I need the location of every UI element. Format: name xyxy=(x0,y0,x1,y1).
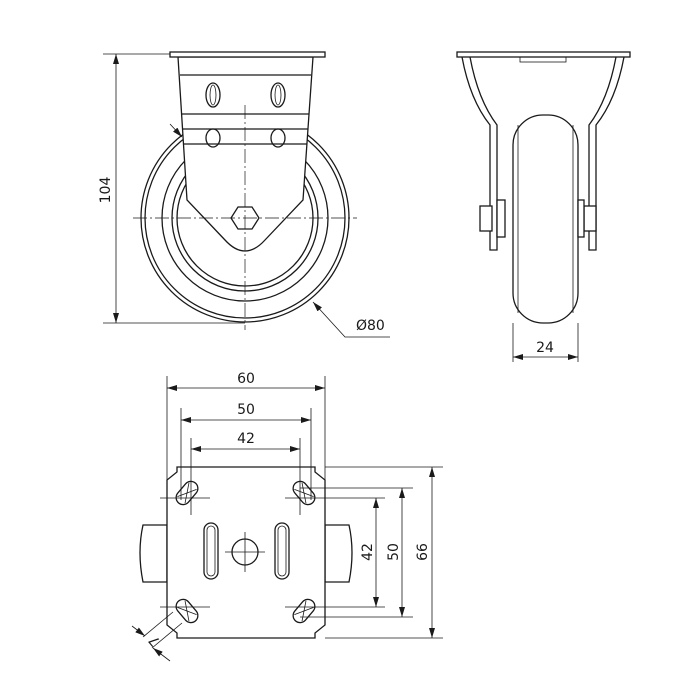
width-label: 24 xyxy=(536,340,554,356)
diameter-label: Ø80 xyxy=(356,318,385,334)
mounting-plate-side xyxy=(456,51,631,58)
wheel-side xyxy=(512,114,579,324)
slot xyxy=(270,82,286,108)
axle-nut-left xyxy=(479,205,493,232)
front-view: 104 Ø80 xyxy=(98,51,390,338)
hole-inner-y-label: 42 xyxy=(360,543,376,561)
side-view: 24 xyxy=(456,51,631,362)
wheel-stub-left xyxy=(139,524,168,583)
diameter-dimension: Ø80 xyxy=(169,123,390,338)
slot xyxy=(205,82,221,108)
wheel-stub-right xyxy=(324,524,353,583)
hole xyxy=(270,128,286,148)
height-dimension: 104 xyxy=(98,53,245,324)
axle-nut-right xyxy=(583,205,597,232)
hole-inner-x-label: 42 xyxy=(237,431,255,447)
bracket xyxy=(169,51,326,252)
bolt-holes xyxy=(175,480,316,624)
plate-view: 60 50 42 66 50 42 7 xyxy=(131,371,443,662)
slot-width-label: 7 xyxy=(146,632,164,649)
plate-length-label: 66 xyxy=(415,543,431,561)
hole-outer-x-label: 50 xyxy=(237,402,255,418)
vertical-dimensions: 66 50 42 xyxy=(300,466,443,639)
hole xyxy=(205,128,221,148)
height-label: 104 xyxy=(98,177,114,204)
plate-width-label: 60 xyxy=(237,371,255,387)
slot xyxy=(274,522,290,580)
mounting-plate xyxy=(169,51,326,58)
slot xyxy=(203,522,219,580)
horizontal-dimensions: 60 50 42 xyxy=(166,371,326,515)
width-dimension: 24 xyxy=(512,323,579,362)
hole-outer-y-label: 50 xyxy=(386,543,402,561)
